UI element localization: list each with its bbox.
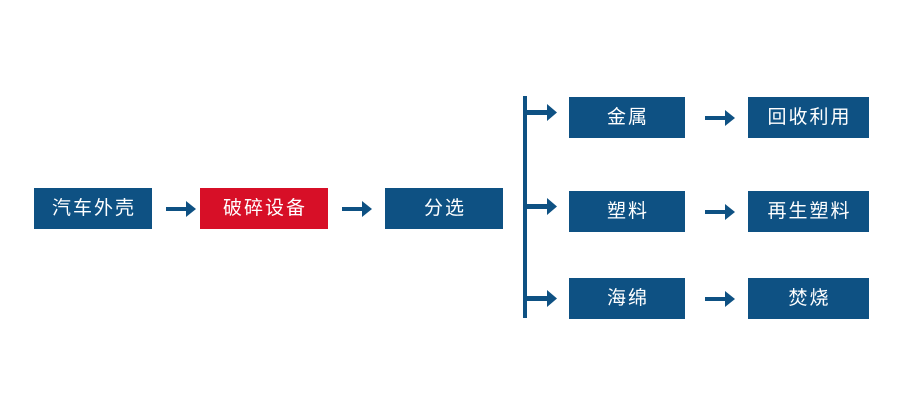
node-destination-recycled-plastic[interactable]: 再生塑料 xyxy=(748,191,869,232)
arrow-right-icon-5 xyxy=(705,288,735,310)
branch-arrow-icon-3 xyxy=(525,288,557,310)
arrow-right-icon-3 xyxy=(705,107,735,129)
arrow-right-icon-1 xyxy=(166,198,196,220)
arrow-right-icon-4 xyxy=(705,201,735,223)
arrow-right-icon-2 xyxy=(342,198,372,220)
node-shredding-equipment[interactable]: 破碎设备 xyxy=(200,188,328,229)
branch-arrow-icon-1 xyxy=(525,102,557,124)
branch-arrow-icon-2 xyxy=(525,196,557,218)
node-destination-recycle[interactable]: 回收利用 xyxy=(748,97,869,138)
node-destination-incineration[interactable]: 焚烧 xyxy=(748,278,869,319)
node-vehicle-shell[interactable]: 汽车外壳 xyxy=(34,188,152,229)
node-material-plastic[interactable]: 塑料 xyxy=(569,191,685,232)
node-material-sponge[interactable]: 海绵 xyxy=(569,278,685,319)
node-sorting[interactable]: 分选 xyxy=(385,188,503,229)
node-material-metal[interactable]: 金属 xyxy=(569,97,685,138)
